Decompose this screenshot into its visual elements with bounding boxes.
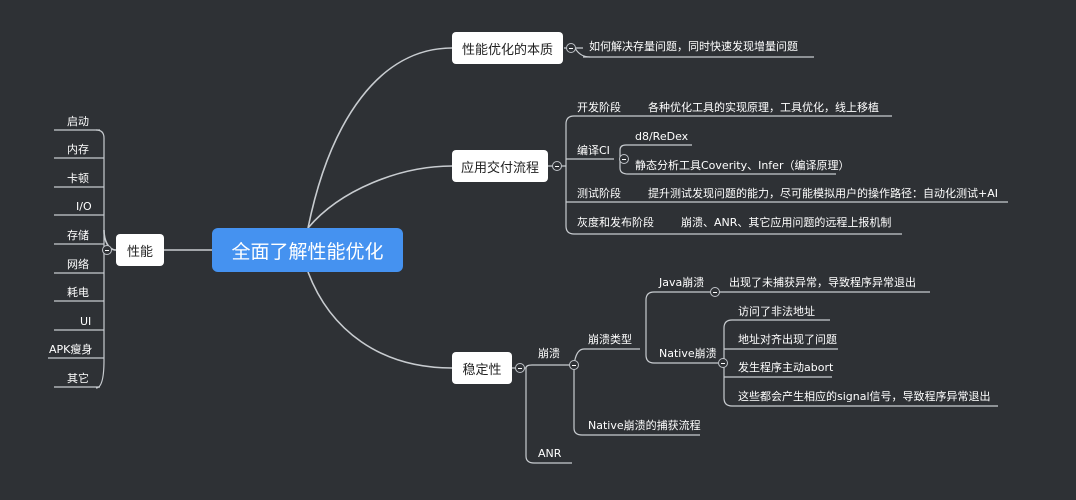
topic-performance[interactable]: 性能 xyxy=(116,234,164,266)
ci-d8-redex[interactable]: d8/ReDex xyxy=(635,130,689,143)
crash-node[interactable]: 崩溃 xyxy=(538,347,560,360)
gray-release-detail[interactable]: 崩溃、ANR、其它应用问题的远程上报机制 xyxy=(681,216,892,229)
test-stage[interactable]: 测试阶段 xyxy=(577,187,621,200)
left-item-jank[interactable]: 卡顿 xyxy=(67,172,89,185)
left-item-power[interactable]: 耗电 xyxy=(67,286,89,299)
essence-detail[interactable]: 如何解决存量问题，同时快速发现增量问题 xyxy=(589,40,798,53)
ci-static-analysis[interactable]: 静态分析工具Coverity、Infer（编译原理） xyxy=(635,159,850,172)
native-capture-flow[interactable]: Native崩溃的捕获流程 xyxy=(588,419,701,432)
native-abort[interactable]: 发生程序主动abort xyxy=(738,361,834,374)
topic-optimization-essence[interactable]: 性能优化的本质 xyxy=(452,32,563,64)
collapse-toggle-ci[interactable] xyxy=(619,154,629,164)
collapse-toggle-b3[interactable] xyxy=(515,363,525,373)
collapse-toggle-native[interactable] xyxy=(718,358,728,368)
left-item-other[interactable]: 其它 xyxy=(67,372,89,385)
native-signal-note[interactable]: 这些都会产生相应的signal信号，导致程序异常退出 xyxy=(738,390,991,403)
left-item-memory[interactable]: 内存 xyxy=(67,143,89,156)
left-item-ui[interactable]: UI xyxy=(80,315,92,328)
java-crash[interactable]: Java崩溃 xyxy=(659,276,705,289)
native-illegal-address[interactable]: 访问了非法地址 xyxy=(738,305,815,318)
java-crash-detail[interactable]: 出现了未捕获异常，导致程序异常退出 xyxy=(729,276,916,289)
native-address-alignment[interactable]: 地址对齐出现了问题 xyxy=(738,333,837,346)
crash-type[interactable]: 崩溃类型 xyxy=(588,333,632,346)
gray-release-stage[interactable]: 灰度和发布阶段 xyxy=(577,216,654,229)
native-crash[interactable]: Native崩溃 xyxy=(659,347,717,360)
test-stage-detail[interactable]: 提升测试发现问题的能力，尽可能模拟用户的操作路径：自动化测试+AI xyxy=(648,187,998,200)
dev-stage[interactable]: 开发阶段 xyxy=(577,101,621,114)
collapse-toggle-java[interactable] xyxy=(710,287,720,297)
topic-stability[interactable]: 稳定性 xyxy=(452,352,512,384)
anr-node[interactable]: ANR xyxy=(538,447,562,460)
collapse-toggle-b1[interactable] xyxy=(566,43,576,53)
left-item-network[interactable]: 网络 xyxy=(67,258,89,271)
left-item-startup[interactable]: 启动 xyxy=(67,115,89,128)
left-item-io[interactable]: I/O xyxy=(76,200,92,213)
topic-delivery-process[interactable]: 应用交付流程 xyxy=(452,150,548,182)
dev-stage-detail[interactable]: 各种优化工具的实现原理，工具优化，线上移植 xyxy=(648,101,879,114)
collapse-toggle-b2[interactable] xyxy=(552,161,562,171)
compile-ci[interactable]: 编译CI xyxy=(577,144,610,157)
root-topic[interactable]: 全面了解性能优化 xyxy=(212,228,403,272)
collapse-toggle-left[interactable] xyxy=(102,245,112,255)
collapse-toggle-crash[interactable] xyxy=(569,360,579,370)
left-item-storage[interactable]: 存储 xyxy=(67,229,89,242)
left-item-apk-slim[interactable]: APK瘦身 xyxy=(49,343,93,356)
